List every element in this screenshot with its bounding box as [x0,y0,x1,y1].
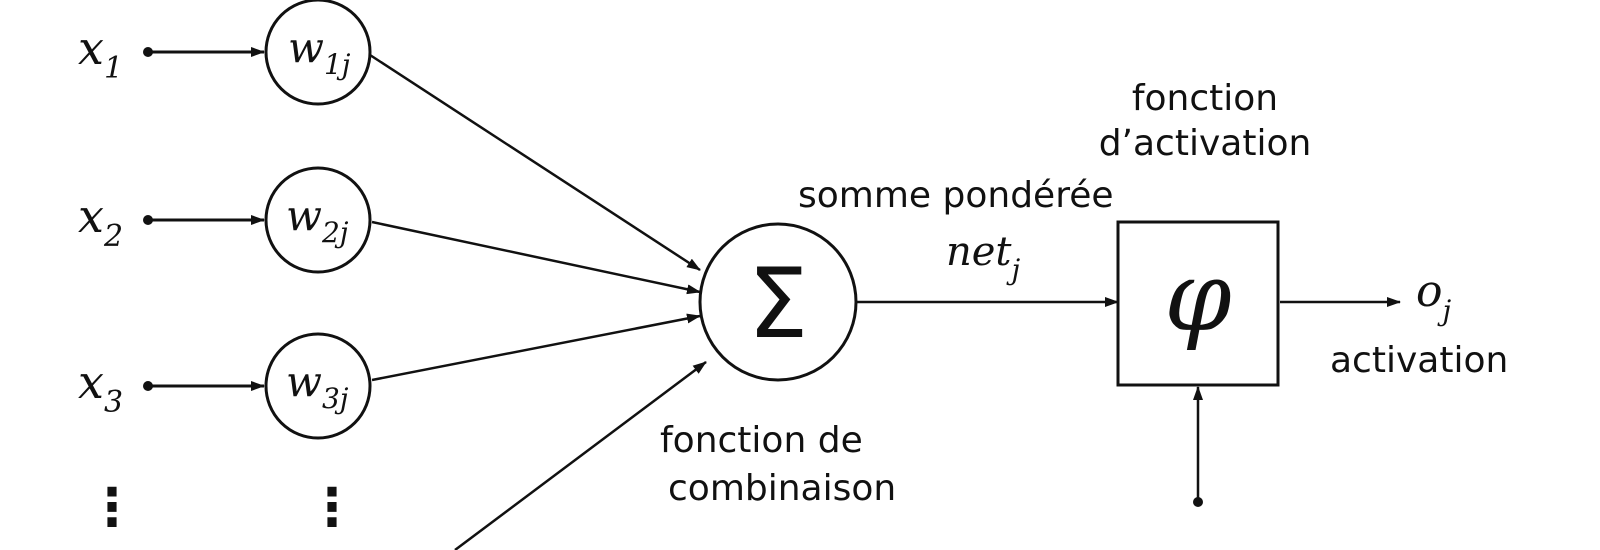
input-3-sub: 3 [104,385,123,420]
extra-weight-to-sum-arrow [454,360,707,550]
input-2-sub: 2 [103,219,123,254]
weight-1-to-sum-arrow [369,53,701,272]
input-ellipsis: ⋮ [86,478,138,538]
activation-symbol: φ [1164,241,1231,353]
net-label: netj [946,229,1021,286]
output-label: oj [1416,266,1452,327]
combination-function-label-line1: fonction de [660,420,863,461]
weight-3-sub: 3j [322,382,349,415]
input-3-label: x3 [78,355,123,420]
input-2-label: x2 [78,189,123,254]
weight-1-sub: 1j [324,48,351,81]
weight-1-node [264,0,372,106]
input-2-base: x [78,189,104,243]
activation-function-label-line2: d’activation [1099,123,1312,164]
weighted-sum-label: somme pondérée [798,175,1114,216]
net-base: net [946,229,1012,275]
combination-function-label-line2: combinaison [668,468,896,509]
input-1-sub: 1 [104,51,123,86]
activation-function-box [1116,220,1280,387]
weight-3-node [264,332,372,440]
weight-3-to-sum-arrow [371,313,701,382]
weight-3-label: w3j [286,357,349,415]
input-3-base: x [78,355,104,409]
weight-2-label: w2j [286,191,349,249]
activation-function-label-line1: fonction [1132,78,1278,119]
weight-2-sub: 2j [321,216,349,249]
input-1-label: x1 [78,21,123,86]
weight-1-base: w [288,23,324,72]
weight-2-node [264,166,372,274]
weight-ellipsis: ⋮ [306,478,358,538]
weight-3-base: w [286,357,322,406]
output-base: o [1416,266,1443,317]
input-1-base: x [78,21,104,75]
weight-2-to-sum-arrow [371,220,701,295]
weight-1-label: w1j [288,23,351,81]
weight-2-base: w [286,191,322,240]
activation-label: activation [1330,340,1508,381]
sum-symbol: Σ [748,248,809,360]
